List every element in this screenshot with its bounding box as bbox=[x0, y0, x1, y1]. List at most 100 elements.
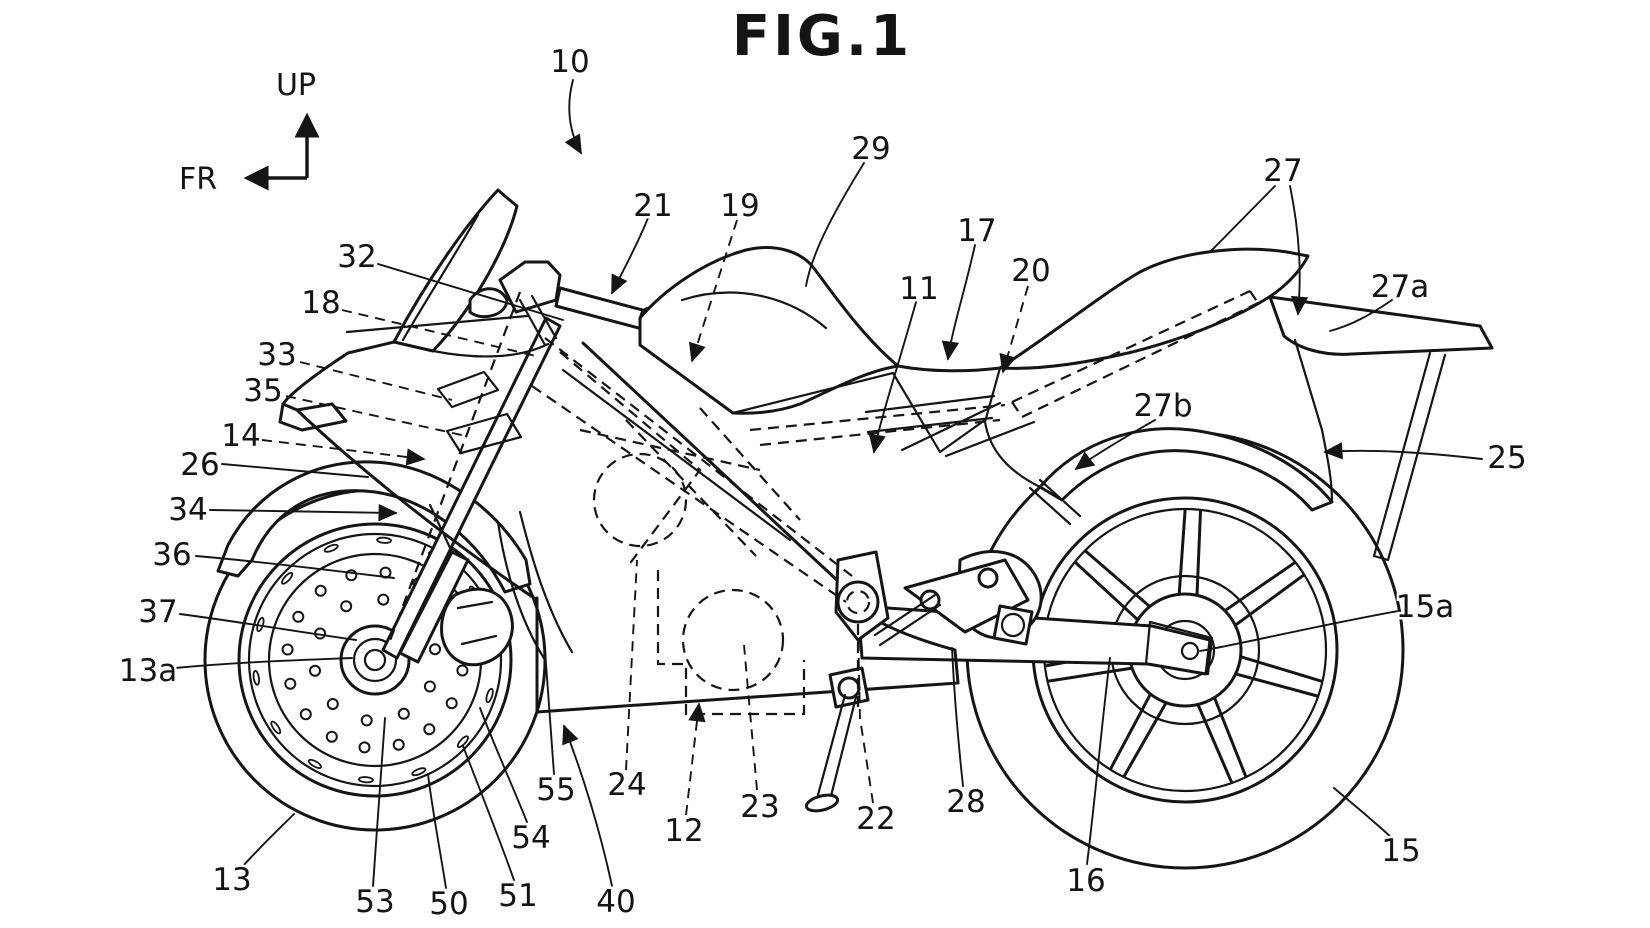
ref-label-14: 14 bbox=[221, 418, 260, 454]
leader-11 bbox=[868, 301, 917, 454]
footpeg-bracket bbox=[873, 558, 1034, 647]
front-cowl bbox=[281, 340, 396, 412]
ref-label-35: 35 bbox=[243, 373, 282, 409]
leader-51 bbox=[462, 745, 515, 881]
orientation-axes bbox=[243, 112, 320, 191]
labels: FIG.1 UP FR 10 29 21 19 17 11 20 27 27a … bbox=[116, 2, 1529, 925]
ref-label-32: 32 bbox=[337, 239, 376, 275]
ref-label-29: 29 bbox=[851, 131, 890, 167]
side-stand bbox=[804, 666, 870, 813]
subframe bbox=[864, 394, 1036, 458]
leader-54 bbox=[479, 707, 528, 823]
leader-27a bbox=[1329, 299, 1393, 332]
leader-55 bbox=[544, 649, 555, 775]
ref-label-50: 50 bbox=[429, 886, 468, 922]
leader-19 bbox=[688, 219, 738, 363]
ref-label-16: 16 bbox=[1066, 863, 1105, 899]
leader-22 bbox=[857, 627, 874, 804]
ref-label-40: 40 bbox=[596, 884, 635, 920]
leader-lines bbox=[174, 79, 1483, 889]
ref-label-25: 25 bbox=[1487, 440, 1526, 476]
leader-29 bbox=[805, 162, 865, 287]
ref-label-20: 20 bbox=[1011, 253, 1050, 289]
leader-34 bbox=[209, 503, 398, 522]
leader-33 bbox=[299, 361, 453, 401]
leader-35 bbox=[285, 395, 467, 437]
orientation-front-label: FR bbox=[179, 162, 217, 197]
ref-label-28: 28 bbox=[946, 784, 985, 820]
leader-20 bbox=[999, 285, 1029, 374]
leader-14 bbox=[261, 439, 426, 466]
leader-28 bbox=[951, 647, 964, 787]
leader-27 bbox=[1209, 185, 1276, 253]
leader-13 bbox=[242, 813, 295, 867]
engine-hidden-outline bbox=[656, 570, 806, 716]
front-brake-caliper bbox=[440, 587, 514, 667]
swingarm bbox=[856, 604, 1214, 676]
ref-label-51: 51 bbox=[498, 878, 537, 914]
ref-label-37: 37 bbox=[138, 594, 177, 630]
leader-50 bbox=[427, 773, 447, 889]
ref-label-10: 10 bbox=[550, 44, 589, 80]
motorcycle-bodywork bbox=[216, 188, 1494, 813]
leader-40 bbox=[562, 724, 613, 887]
seat bbox=[896, 364, 1002, 373]
ref-label-27b: 27b bbox=[1133, 388, 1192, 424]
front-fork bbox=[381, 316, 562, 660]
ref-label-17: 17 bbox=[957, 213, 996, 249]
ref-label-22: 22 bbox=[856, 801, 895, 837]
ref-label-21: 21 bbox=[633, 188, 672, 224]
airbox-hidden bbox=[592, 452, 688, 548]
leader-25 bbox=[1323, 442, 1483, 460]
ref-label-15a: 15a bbox=[1396, 589, 1454, 625]
leader-15a bbox=[1199, 610, 1399, 652]
ref-label-55: 55 bbox=[536, 772, 575, 808]
rear-fender bbox=[1038, 427, 1334, 512]
ref-label-54: 54 bbox=[511, 820, 550, 856]
ref-label-11: 11 bbox=[899, 271, 938, 307]
seat-rail bbox=[1011, 290, 1259, 418]
leader-23 bbox=[743, 644, 758, 791]
orientation-up-label: UP bbox=[276, 68, 316, 103]
leader-15 bbox=[1333, 787, 1393, 839]
ref-label-34: 34 bbox=[168, 492, 207, 528]
rear-shock bbox=[1028, 478, 1082, 526]
handlebar bbox=[468, 260, 663, 347]
hidden-frame-lines bbox=[386, 290, 1259, 716]
fuel-tank bbox=[638, 246, 900, 415]
ref-label-53: 53 bbox=[355, 884, 394, 920]
leader-10 bbox=[564, 79, 582, 155]
ref-label-24: 24 bbox=[607, 767, 646, 803]
leader-37 bbox=[179, 613, 357, 641]
ref-label-27a: 27a bbox=[1371, 269, 1429, 305]
figure-title: FIG.1 bbox=[732, 4, 912, 69]
ref-label-19: 19 bbox=[720, 188, 759, 224]
ref-label-18: 18 bbox=[301, 285, 340, 321]
tail-extension bbox=[1268, 295, 1494, 356]
ref-label-36: 36 bbox=[152, 537, 191, 573]
leader-26 bbox=[221, 463, 369, 478]
mud-flap bbox=[1372, 351, 1447, 562]
leader-36 bbox=[195, 555, 395, 579]
leader-17 bbox=[941, 244, 976, 361]
ref-label-13: 13 bbox=[212, 862, 251, 898]
leader-16 bbox=[1086, 657, 1111, 865]
ref-label-26: 26 bbox=[180, 447, 219, 483]
leader-13a bbox=[174, 657, 353, 669]
crankcase-hidden bbox=[681, 588, 785, 692]
steering-axis bbox=[386, 291, 522, 647]
leader-21 bbox=[611, 217, 649, 295]
leader-27b bbox=[1074, 419, 1156, 471]
ref-label-13a: 13a bbox=[119, 653, 177, 689]
ref-label-27: 27 bbox=[1263, 153, 1302, 189]
leader-24 bbox=[625, 559, 638, 771]
ref-label-33: 33 bbox=[257, 337, 296, 373]
leader-53 bbox=[372, 717, 386, 887]
headlight-slit bbox=[436, 370, 500, 409]
tail-cowl bbox=[998, 247, 1310, 370]
ref-label-15: 15 bbox=[1381, 833, 1420, 869]
leader-12 bbox=[685, 702, 706, 816]
leader-32 bbox=[377, 263, 564, 321]
